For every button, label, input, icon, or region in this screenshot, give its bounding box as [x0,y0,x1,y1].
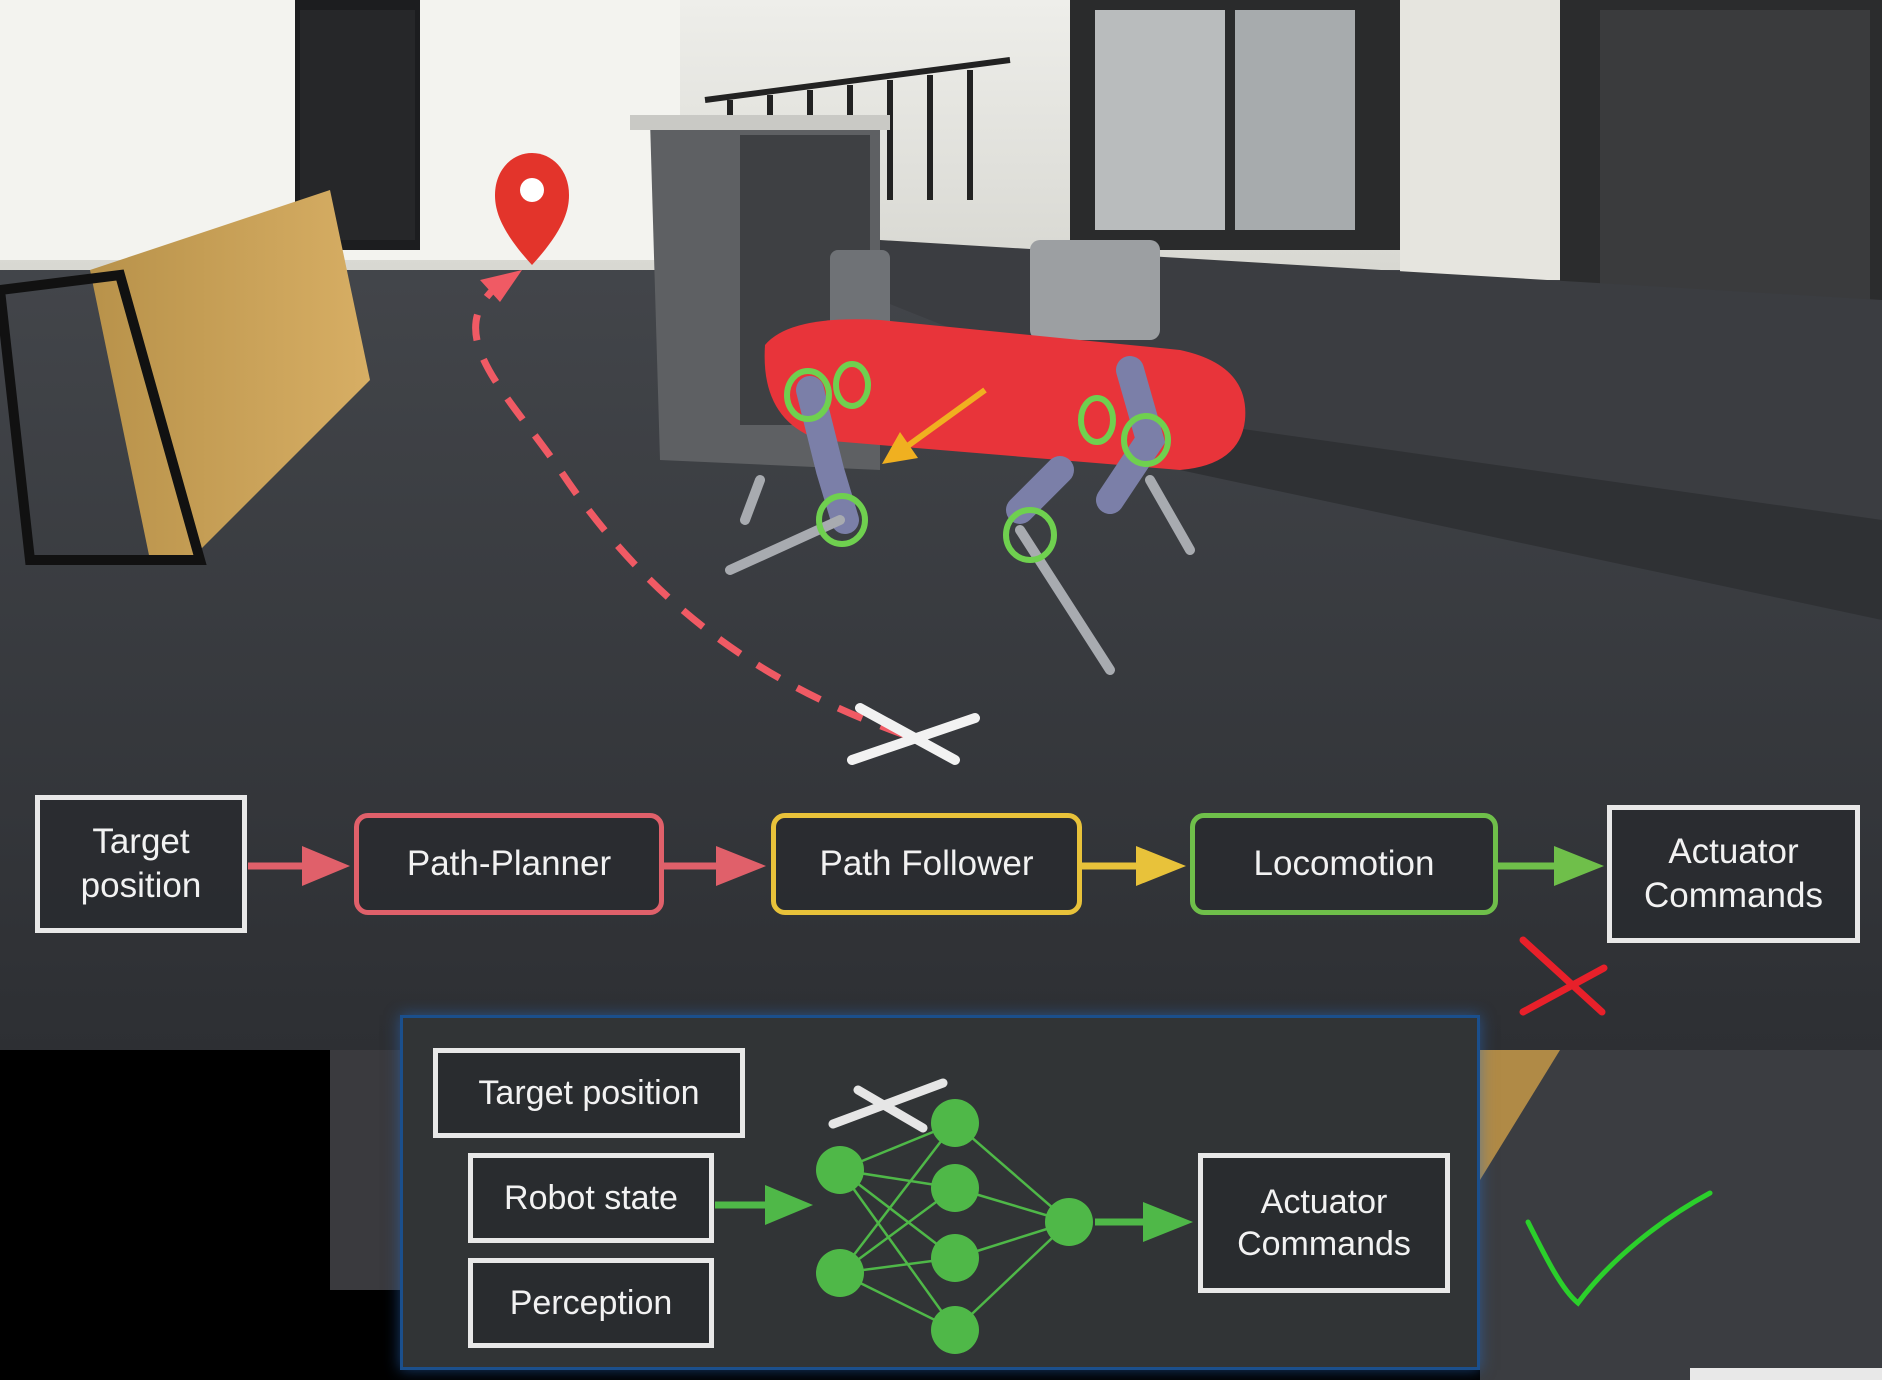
nn-hidden-node [931,1306,979,1354]
path-planner-label: Path-Planner [406,844,612,884]
target-position-line1: Target [92,822,190,862]
accept-check-icon [1525,1190,1713,1307]
inset-actuator-line1: Actuator [1260,1182,1388,1221]
nn-hidden-node [931,1099,979,1147]
path-follower-label: Path Follower [819,844,1034,884]
nn-hidden-node [931,1234,979,1282]
inset-x-icon [828,1078,948,1133]
nn-input-node [816,1146,864,1194]
inset-robot-state-box: Robot state [468,1153,714,1243]
inset-perception-box: Perception [468,1258,714,1348]
inset-perception-label: Perception [509,1283,673,1322]
inset-actuator-commands-box: Actuator Commands [1198,1153,1450,1293]
path-follower-box: Path Follower [771,813,1082,915]
target-position-line2: position [80,866,202,905]
path-arrowhead-icon [480,270,522,302]
actuator-commands-line1: Actuator [1668,832,1799,872]
learned-pipeline-panel: Target position Robot state Perception A… [400,1015,1480,1370]
nn-hidden-node [931,1164,979,1212]
locomotion-label: Locomotion [1253,844,1435,884]
white-x-icon [847,703,980,765]
inset-actuator-line2: Commands [1237,1225,1411,1263]
location-pin-icon [495,153,569,265]
reject-x-icon [1519,936,1608,1016]
target-position-box: Target position [35,795,247,933]
neural-network-diagram [715,1078,1193,1354]
quadruped-robot [725,240,1246,675]
actuator-commands-box: Actuator Commands [1607,805,1860,943]
locomotion-box: Locomotion [1190,813,1498,915]
inset-target-position-box: Target position [433,1048,745,1138]
top-pipeline-arrows [248,846,1604,886]
inset-target-position-label: Target position [478,1073,700,1112]
actuator-commands-line2: Commands [1644,876,1823,915]
background-photo [0,0,1882,1050]
inset-robot-state-label: Robot state [504,1178,678,1217]
nn-output-node [1045,1198,1093,1246]
nn-input-node [816,1249,864,1297]
dashed-path [472,277,907,739]
path-planner-box: Path-Planner [354,813,664,915]
